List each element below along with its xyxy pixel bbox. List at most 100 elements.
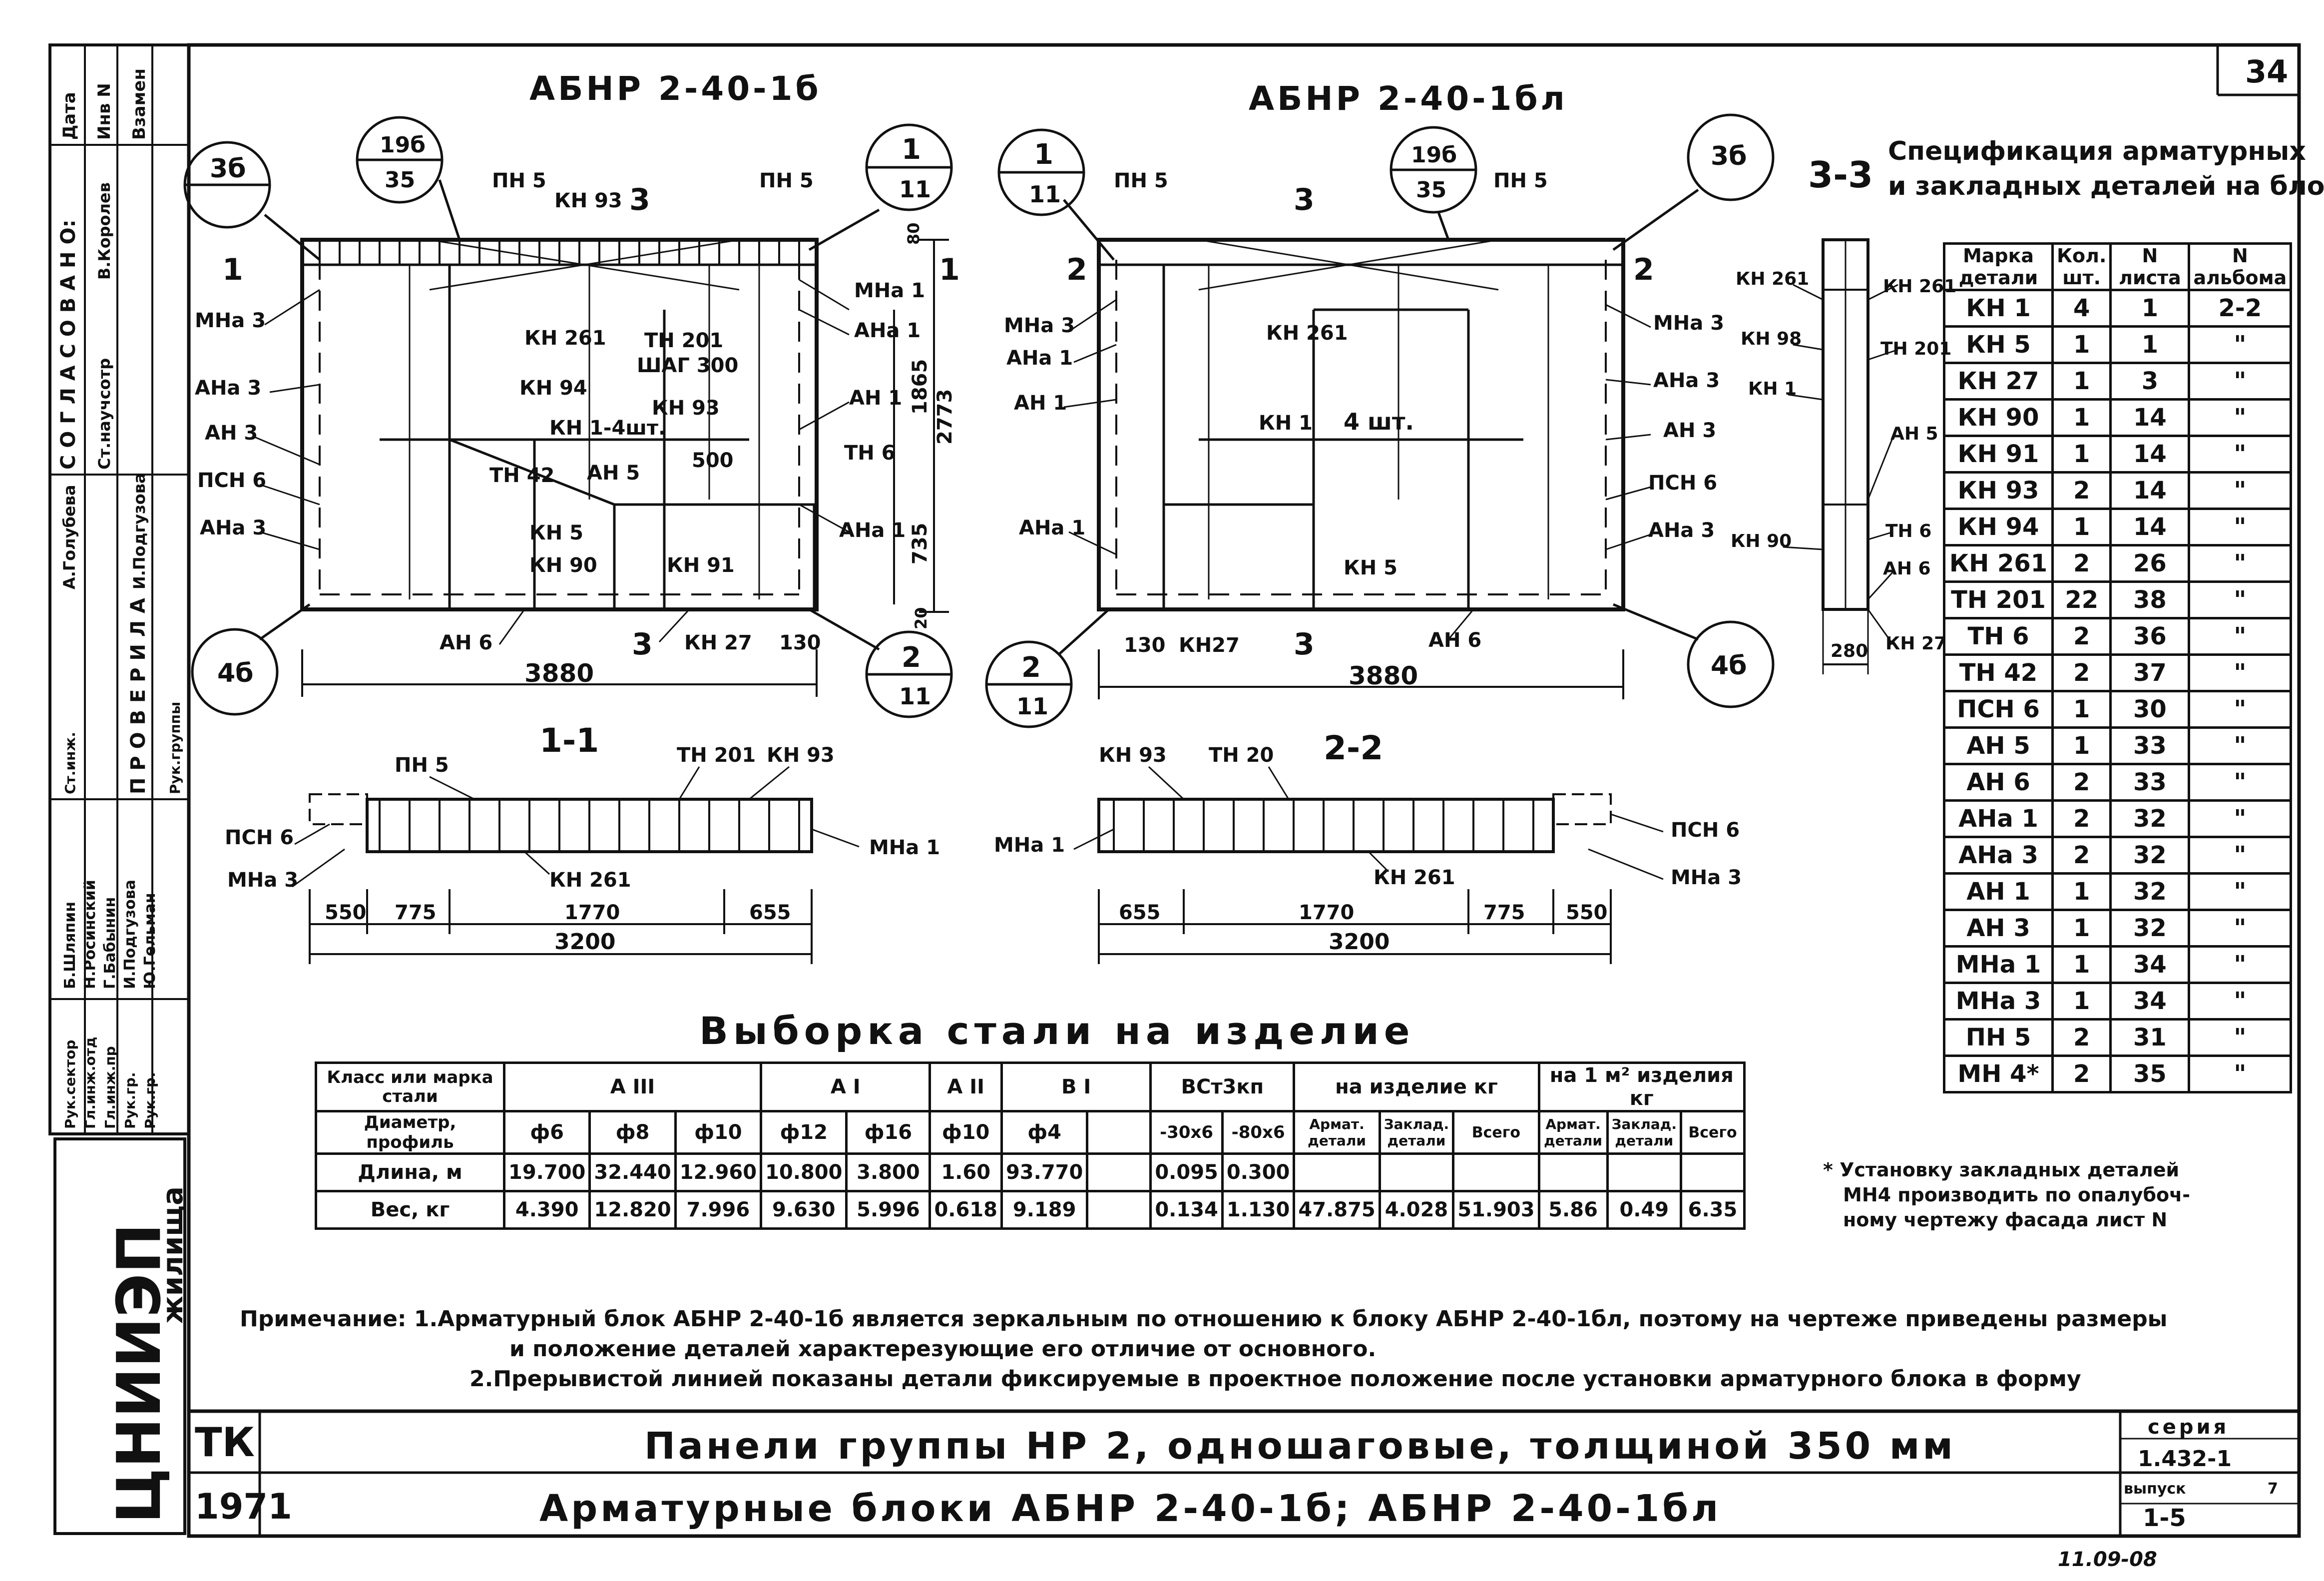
spec-h-mark-2: детали [1958, 267, 2038, 289]
svg-text:АНа 1: АНа 1 [839, 519, 906, 542]
institute-stamp: ЦНИИЭП жилища [53, 1137, 189, 1535]
steel-cell: ф12 [760, 1110, 848, 1155]
section-2-2: 2-2 КН 93 ТН 20 МНа 1 КН 261 ПСН 6 МНа 3… [994, 729, 1742, 964]
svg-text:МНа 1: МНа 1 [869, 836, 940, 859]
section-1-1: 1-1 ПН 5 ТН 201 КН 93 ПСН 6 МНа 3 КН 261 [225, 721, 940, 964]
svg-text:ЦНИИЭП: ЦНИИЭП [105, 1223, 174, 1524]
spec-cell: 3 [2109, 362, 2191, 401]
svg-text:МНа 1: МНа 1 [854, 279, 925, 302]
steel-cell [1537, 1152, 1609, 1192]
svg-text:ПН 5: ПН 5 [1493, 169, 1548, 192]
svg-text:КН 27: КН 27 [684, 631, 752, 654]
steel-cell [1680, 1152, 1746, 1192]
steel-cell: 4.390 [502, 1190, 591, 1230]
svg-text:АН 3: АН 3 [1663, 419, 1716, 442]
right-elevation: 1 11 2 11 19б 35 3б 4б ПН 5 3 ПН 5 2 2 М… [985, 113, 1775, 728]
svg-text:Б.Шляпин: Б.Шляпин [61, 902, 79, 989]
svg-text:ТН 201: ТН 201 [1880, 339, 1951, 359]
svg-text:АНа 3: АНа 3 [1653, 369, 1720, 392]
svg-text:1: 1 [902, 133, 921, 166]
svg-text:АНа 3: АНа 3 [195, 377, 261, 400]
spec-cell: " [2188, 544, 2293, 583]
svg-text:АН 3: АН 3 [205, 422, 258, 445]
steel-cell: 1.130 [1221, 1190, 1296, 1230]
svg-text:7: 7 [2268, 1480, 2278, 1498]
svg-text:КН 93: КН 93 [767, 744, 835, 767]
svg-text:Н.Росинский: Н.Росинский [81, 880, 99, 989]
spec-cell: 1 [2051, 726, 2112, 765]
steel-h-b1: В I [1000, 1061, 1152, 1112]
spec-cell: 32 [2109, 909, 2191, 948]
svg-text:1-1: 1-1 [539, 721, 599, 760]
svg-text:ТН 6: ТН 6 [1885, 521, 1931, 541]
spec-cell: 1 [2109, 289, 2191, 328]
svg-text:КН27: КН27 [1179, 634, 1240, 657]
spec-h-qty: Кол.шт. [2051, 242, 2112, 291]
svg-text:ПН 5: ПН 5 [759, 169, 814, 192]
svg-text:Рук.группы: Рук.группы [167, 702, 183, 794]
svg-text:2773: 2773 [933, 389, 956, 445]
steel-cell: -80х6 [1221, 1110, 1296, 1155]
svg-text:550: 550 [1566, 901, 1608, 924]
spec-cell: 2 [2051, 1054, 2112, 1093]
svg-text:3б: 3б [1711, 141, 1747, 171]
svg-text:МНа 1: МНа 1 [994, 834, 1065, 857]
svg-text:3: 3 [632, 627, 653, 662]
steel-cell: ф6 [502, 1110, 591, 1155]
steel-cell: Армат. детали [1293, 1110, 1381, 1155]
spec-h-qty-1: Кол. [2057, 245, 2107, 267]
svg-text:130: 130 [1124, 634, 1166, 657]
steel-cell [1606, 1152, 1683, 1192]
svg-text:ТК: ТК [195, 1419, 255, 1466]
spec-cell: 2 [2051, 653, 2112, 692]
svg-text:1770: 1770 [1299, 901, 1354, 924]
svg-text:МНа 3: МНа 3 [195, 309, 266, 332]
note-1b: и положение деталей характерезующие его … [509, 1336, 1376, 1362]
svg-text:Панели группы НР 2, одношаговы: Панели группы НР 2, одношаговые, толщино… [644, 1425, 1956, 1468]
right-drawing-title: АБНР 2-40-1бл [1249, 79, 1568, 118]
svg-text:19б: 19б [1411, 142, 1457, 168]
svg-text:3: 3 [1294, 182, 1315, 217]
spec-cell: 35 [2109, 1054, 2191, 1093]
svg-text:2: 2 [902, 641, 921, 674]
spec-cell: 1 [2051, 909, 2112, 948]
svg-text:ПН 5: ПН 5 [395, 754, 449, 777]
svg-text:В.Королев: В.Королев [95, 182, 114, 280]
spec-cell: АН 5 [1943, 726, 2054, 765]
svg-text:130: 130 [779, 631, 821, 654]
spec-h-album-1: N [2232, 245, 2248, 267]
steel-table: Класс или марка стали А III А I А II В I… [315, 1061, 1746, 1230]
left-drawing-title: АБНР 2-40-1б [529, 69, 822, 108]
spec-cell: 4 [2051, 289, 2112, 328]
steel-cell: 1.60 [929, 1152, 1003, 1192]
svg-text:2: 2 [1021, 651, 1041, 684]
spec-h-sheet-2: листа [2119, 267, 2181, 289]
svg-text:КН 1-4шт.: КН 1-4шт. [549, 417, 666, 440]
spec-cell: 2 [2051, 1018, 2112, 1057]
steel-cell [1293, 1152, 1381, 1192]
spec-cell: МН 4* [1943, 1054, 2054, 1093]
steel-cell: 32.440 [588, 1152, 677, 1192]
spec-h-sheet-1: N [2142, 245, 2158, 267]
svg-text:МНа 3: МНа 3 [227, 869, 298, 892]
svg-text:С О Г Л А С О В А Н О:: С О Г Л А С О В А Н О: [57, 219, 80, 470]
svg-text:Г.Бабынин: Г.Бабынин [101, 897, 119, 989]
spec-cell: " [2188, 982, 2293, 1021]
svg-text:КН 261: КН 261 [1374, 866, 1455, 889]
steel-h-m2: на 1 м² изделия кг [1537, 1061, 1746, 1112]
steel-cell: -30х6 [1149, 1110, 1224, 1155]
steel-cell: 0.300 [1221, 1152, 1296, 1192]
steel-cell: 9.189 [1000, 1190, 1089, 1230]
spec-cell: " [2188, 580, 2293, 619]
spec-cell: 14 [2109, 471, 2191, 510]
steel-cell: 10.800 [760, 1152, 848, 1192]
spec-cell: 22 [2051, 580, 2112, 619]
